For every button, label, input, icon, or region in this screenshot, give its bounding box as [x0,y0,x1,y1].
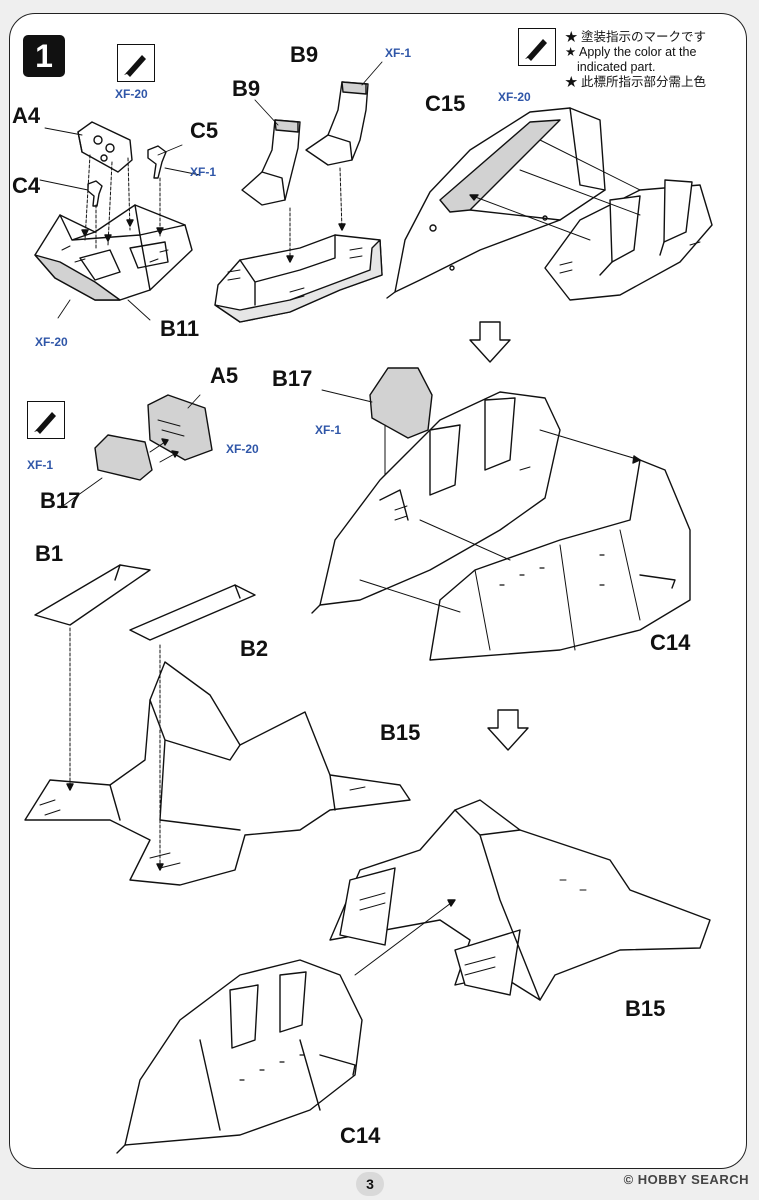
label-b17-left: B17 [40,488,81,513]
c4-control-stick [87,180,103,207]
label-c14-mid: C14 [650,630,691,655]
label-b2: B2 [240,636,269,661]
b11-cockpit-tub [34,204,193,301]
label-b17-top: B17 [272,366,313,391]
c5-control-stick [147,145,167,179]
c15-fuselage-top [386,107,606,299]
b1-wing-panel [34,564,151,626]
paint-code-b11: XF-20 [35,335,68,349]
b17-hood-top [369,367,433,439]
paint-code-b9: XF-1 [385,46,412,60]
c14-forward-fuselage [116,959,363,1154]
paint-code-b17-top: XF-1 [315,423,342,437]
label-a4: A4 [12,103,41,128]
label-a5: A5 [210,363,239,388]
label-c4: C4 [12,173,41,198]
note-english-1: ★ Apply the color at the [565,45,697,59]
paint-code-b17-left: XF-1 [27,458,54,472]
a5-seat-cover [147,394,213,461]
label-c5: C5 [190,118,219,143]
b15-final-assembly [329,799,711,1001]
paint-code-a4: XF-20 [115,87,148,101]
page-number: 3 [356,1172,384,1196]
label-c14-bottom: C14 [340,1123,381,1148]
a4-instrument-panel [77,121,133,173]
note-english-2: indicated part. [577,60,656,74]
label-b1: B1 [35,541,64,566]
b2-wing-panel [129,584,256,641]
step-number-badge: 1 [23,35,65,77]
paint-code-a5: XF-20 [226,442,259,456]
paint-code-c5: XF-1 [190,165,217,179]
paint-brush-icon [117,44,155,82]
label-b9-left: B9 [232,76,261,101]
upper-fuselage-assembly [311,391,561,614]
label-b9-right: B9 [290,42,319,67]
paint-code-c15: XF-20 [498,90,531,104]
watermark: © HOBBY SEARCH [623,1172,749,1187]
c14-fuselage-mid [429,459,691,661]
b9-seats-assembly [214,81,383,323]
paint-instruction-note: ★ 塗装指示のマークです ★ Apply the color at the in… [565,30,706,90]
label-b15-bottom: B15 [625,996,666,1021]
down-arrow-icon [469,321,511,363]
down-arrow-icon [487,709,529,751]
paint-brush-icon [27,401,65,439]
b17-hood-left [94,434,153,481]
note-chinese: ★ 此標所指示部分需上色 [565,75,706,89]
b15-lower-fuselage [24,661,411,886]
note-japanese: ★ 塗装指示のマークです [565,30,706,44]
label-b15-top: B15 [380,720,421,745]
label-b11: B11 [160,316,200,341]
cockpit-with-seats [544,179,713,301]
label-c15: C15 [425,91,466,116]
paint-brush-icon [518,28,556,66]
